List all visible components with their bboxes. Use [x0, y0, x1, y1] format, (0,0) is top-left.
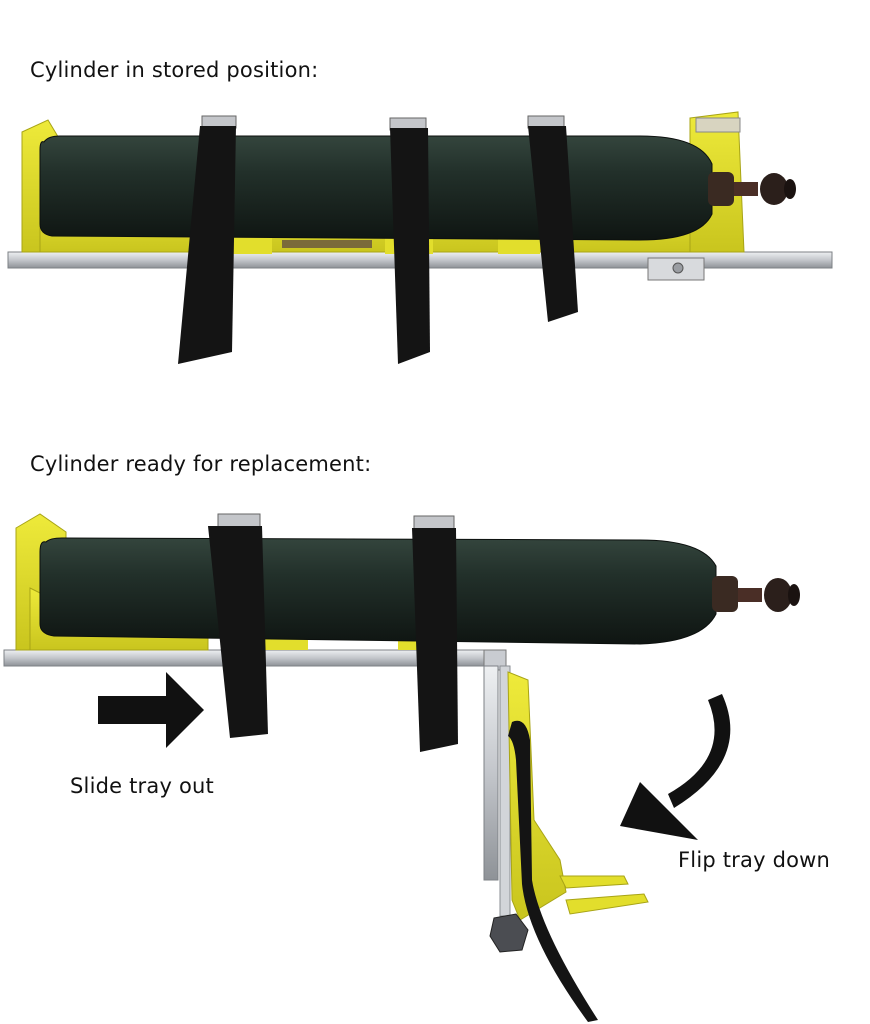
- caption-ready-for-replacement: Cylinder ready for replacement:: [30, 452, 372, 476]
- hanging-strap: [508, 720, 598, 1022]
- clamp-knob: [672, 262, 684, 274]
- strap-buckle: [413, 515, 455, 531]
- caption-flip-tray-down: Flip tray down: [678, 848, 831, 872]
- caption-stored-position: Cylinder in stored position:: [30, 58, 319, 82]
- ready-assembly: [3, 513, 800, 1022]
- valve-stem: [734, 182, 758, 196]
- stored-assembly: [7, 111, 833, 364]
- tray-slot: [282, 240, 372, 248]
- strap: [412, 528, 458, 752]
- strap: [390, 128, 430, 364]
- gas-cylinder: [39, 537, 717, 645]
- tray-tab: [232, 236, 272, 254]
- valve-handwheel: [764, 578, 792, 612]
- strap-buckle: [217, 513, 261, 529]
- valve-handwheel: [760, 173, 788, 205]
- strap: [178, 126, 236, 364]
- tray-tab: [498, 236, 540, 254]
- cylinder-neck: [712, 576, 738, 612]
- valve-knob: [788, 584, 800, 606]
- caption-slide-tray-out: Slide tray out: [70, 774, 214, 798]
- strap: [208, 526, 268, 738]
- valve-nut: [489, 913, 529, 953]
- vertical-rail: [483, 665, 499, 881]
- cylinder-neck: [708, 172, 734, 206]
- tray-fork-prong: [565, 893, 649, 915]
- flipped-tray: [507, 671, 567, 921]
- flip-arrow-icon: [620, 694, 731, 840]
- tray-fork-prong: [559, 875, 629, 889]
- valve-knob: [784, 179, 796, 199]
- gas-cylinder: [39, 135, 713, 241]
- slide-arrow-icon: [98, 672, 204, 748]
- bracket-plate: [695, 117, 741, 133]
- valve-stem: [738, 588, 762, 602]
- strap: [528, 126, 578, 322]
